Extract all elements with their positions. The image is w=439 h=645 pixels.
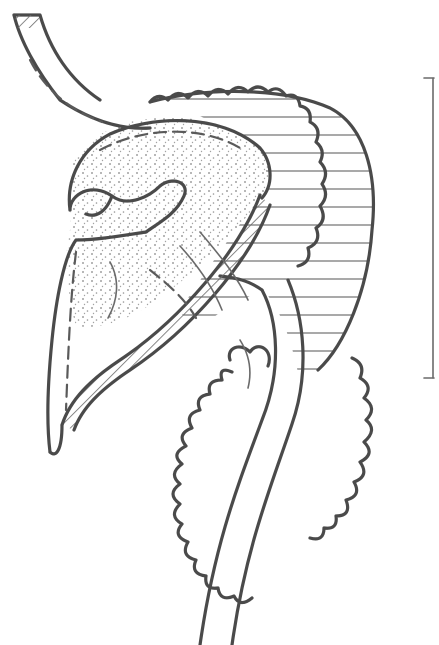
scale-bracket xyxy=(424,78,434,378)
